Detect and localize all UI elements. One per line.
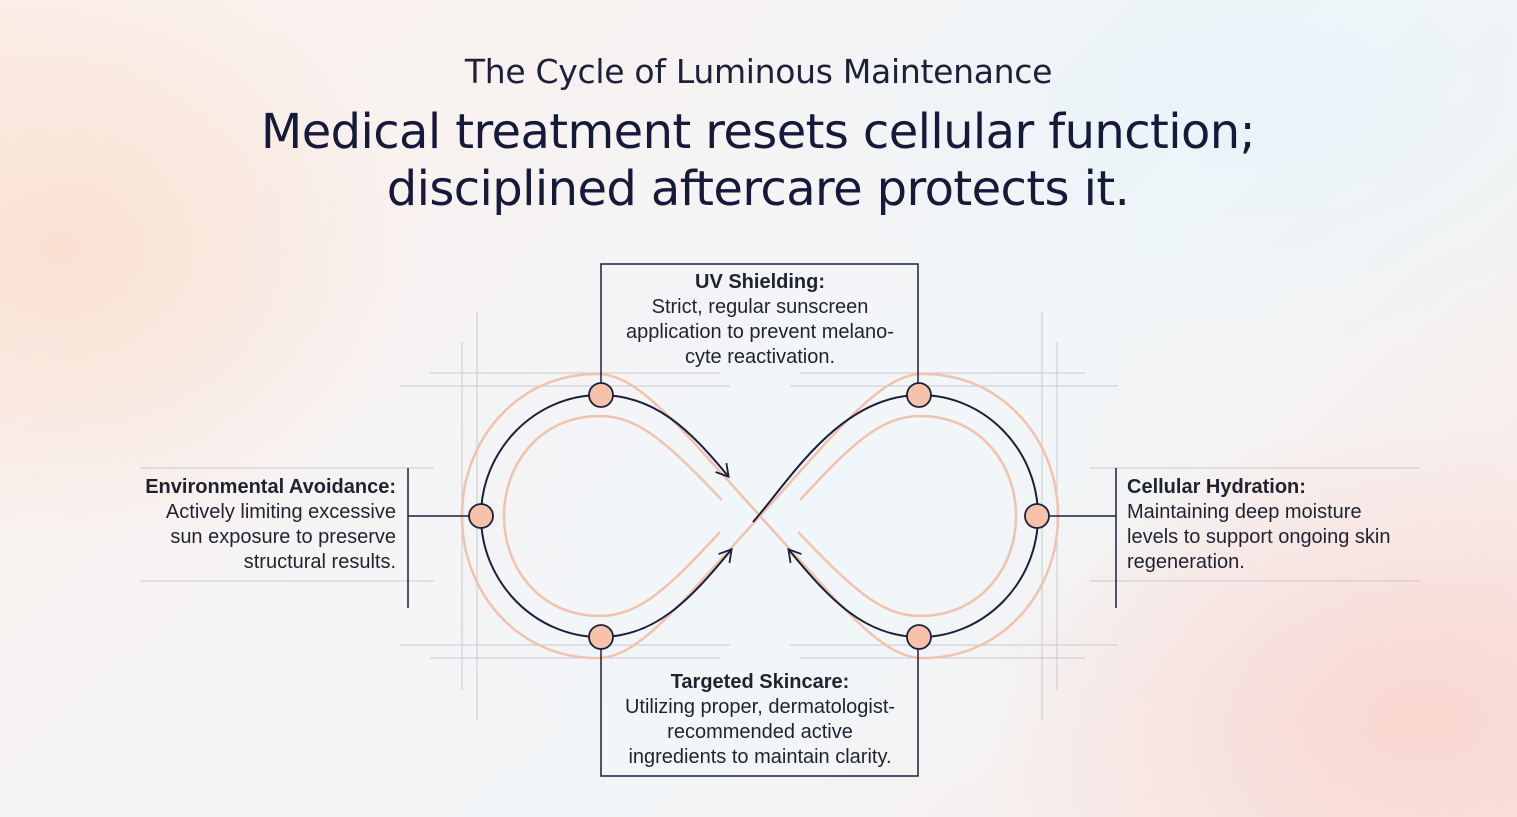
node-top-left (588, 382, 614, 408)
step-title: Environmental Avoidance: (145, 476, 396, 498)
connector-bottom (600, 649, 919, 777)
cycle-arrow-bottom-left (599, 547, 733, 638)
step-title: Targeted Skincare: (670, 671, 850, 693)
step-description: Utilizing proper, dermatologist- recomme… (624, 696, 896, 768)
step-cellular-hydration: Cellular Hydration: Maintaining deep moi… (1127, 475, 1427, 575)
step-title: UV Shielding: (695, 271, 825, 293)
step-uv-shielding: UV Shielding: Strict, regular sunscreen … (603, 270, 917, 370)
peach-track-inner-right (797, 414, 1018, 618)
node-bottom-left (588, 624, 614, 650)
headline-line-1: Medical treatment resets cellular functi… (260, 104, 1256, 160)
peach-track-inner-left (502, 414, 723, 618)
cycle-arrow-bottom-right (787, 547, 921, 638)
connectors (407, 263, 1117, 777)
step-title: Cellular Hydration: (1127, 476, 1306, 498)
step-description: Maintaining deep moisture levels to supp… (1127, 501, 1391, 573)
cycle-arrow-top-left (599, 394, 730, 479)
step-targeted-skincare: Targeted Skincare: Utilizing proper, der… (603, 670, 917, 770)
connector-top (600, 263, 919, 383)
kicker-title: The Cycle of Luminous Maintenance (464, 52, 1053, 91)
step-description: Strict, regular sunscreen application to… (626, 296, 894, 368)
cycle-cross-diagonal (752, 394, 921, 523)
peach-track-outer (460, 372, 1060, 660)
peach-tracks (460, 372, 1060, 660)
node-bottom-right (906, 624, 932, 650)
node-left (468, 503, 494, 529)
nodes (468, 382, 1050, 650)
cycle-arc-left (479, 394, 601, 638)
cycle-arc-right (919, 394, 1040, 638)
headline: Medical treatment resets cellular functi… (158, 104, 1358, 218)
node-right (1024, 503, 1050, 529)
step-description: Actively limiting excessive sun exposure… (165, 501, 396, 573)
node-top-right (906, 382, 932, 408)
headline-line-2: disciplined aftercare protects it. (386, 161, 1130, 217)
step-environmental-avoidance: Environmental Avoidance: Actively limiti… (100, 475, 396, 575)
